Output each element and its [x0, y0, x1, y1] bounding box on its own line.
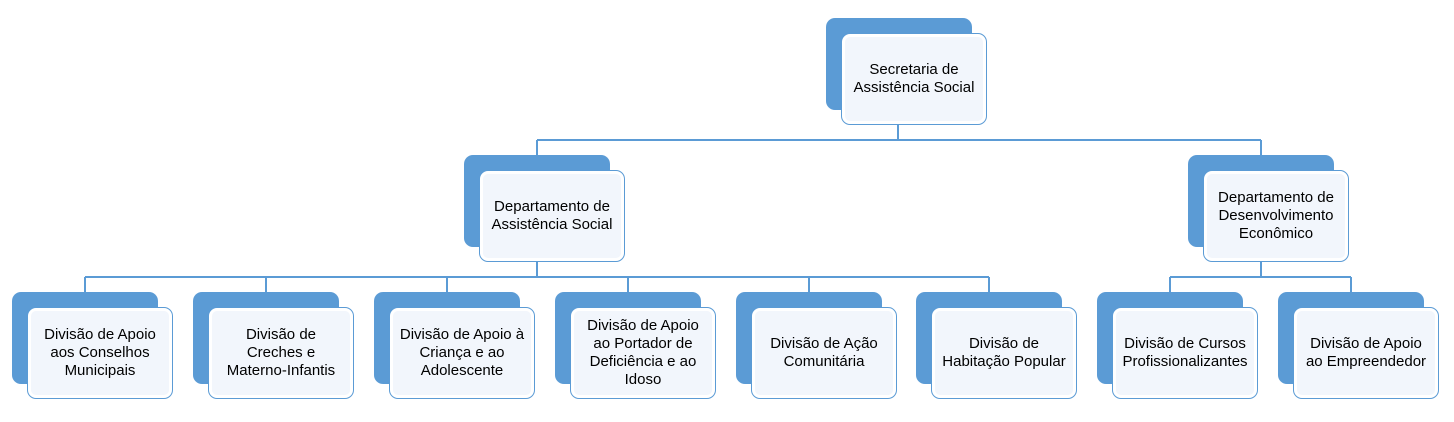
node-label: Divisão de Habitação Popular	[935, 311, 1073, 395]
node-label: Divisão de Cursos Profissionalizantes	[1116, 311, 1254, 395]
node-box: Departamento de Assistência Social	[479, 170, 625, 262]
node-box: Divisão de Creches e Materno-Infantis	[208, 307, 354, 399]
node-box: Divisão de Apoio à Criança e ao Adolesce…	[389, 307, 535, 399]
node-label: Divisão de Apoio à Criança e ao Adolesce…	[393, 311, 531, 395]
node-label: Divisão de Apoio ao Empreendedor	[1297, 311, 1435, 395]
node-box: Divisão de Habitação Popular	[931, 307, 1077, 399]
node-box: Divisão de Apoio ao Empreendedor	[1293, 307, 1439, 399]
node-label: Divisão de Creches e Materno-Infantis	[212, 311, 350, 395]
node-box: Divisão de Cursos Profissionalizantes	[1112, 307, 1258, 399]
node-label: Departamento de Assistência Social	[483, 174, 621, 258]
node-label: Divisão de Apoio aos Conselhos Municipai…	[31, 311, 169, 395]
node-label: Divisão de Ação Comunitária	[755, 311, 893, 395]
node-label: Departamento de Desenvolvimento Econômic…	[1207, 174, 1345, 258]
node-label: Divisão de Apoio ao Portador de Deficiên…	[574, 311, 712, 395]
node-box: Divisão de Apoio ao Portador de Deficiên…	[570, 307, 716, 399]
node-label: Secretaria de Assistência Social	[845, 37, 983, 121]
node-box: Divisão de Ação Comunitária	[751, 307, 897, 399]
node-box: Secretaria de Assistência Social	[841, 33, 987, 125]
node-box: Divisão de Apoio aos Conselhos Municipai…	[27, 307, 173, 399]
node-box: Departamento de Desenvolvimento Econômic…	[1203, 170, 1349, 262]
